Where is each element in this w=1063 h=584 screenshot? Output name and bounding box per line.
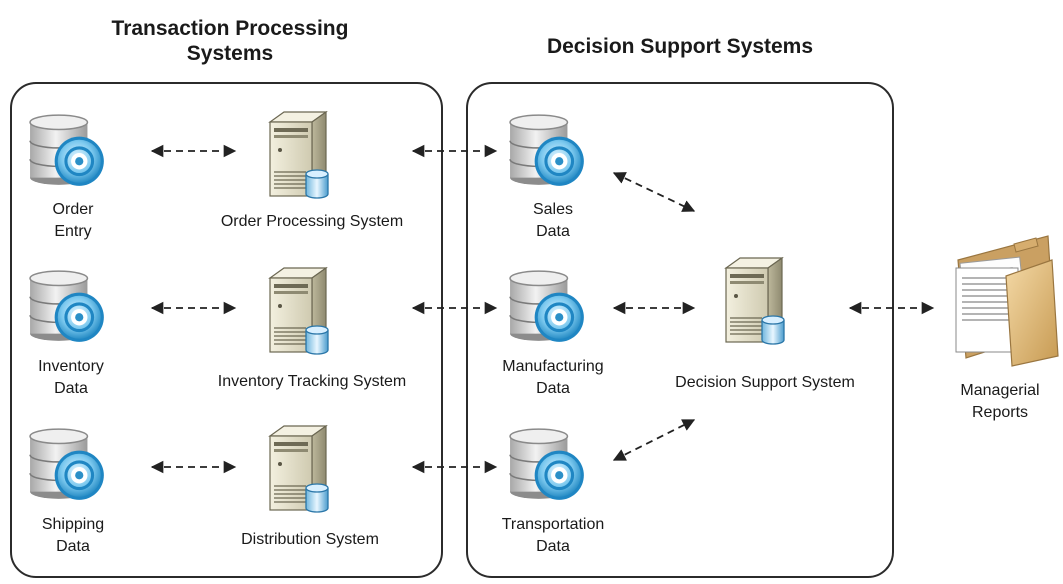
order-entry-label-line-2: Entry — [54, 223, 92, 240]
decision-support-label: Decision Support System — [675, 374, 855, 391]
shipping-data-database-icon — [28, 424, 110, 506]
sales-data-label: Sales Data — [533, 199, 573, 243]
distribution-server-icon — [262, 422, 342, 518]
dss-heading: Decision Support Systems — [546, 35, 814, 58]
dss-panel — [466, 82, 894, 578]
inventory-data-label-line-1: Inventory — [38, 358, 104, 375]
transportation-data-database-icon — [508, 424, 590, 506]
order-processing-label: Order Processing System — [220, 213, 404, 230]
shipping-data-label: Shipping Data — [42, 514, 104, 558]
decision-support-server-icon — [718, 254, 798, 350]
managerial-reports-label-line-1: Managerial — [960, 382, 1040, 399]
order-entry-label-line-1: Order — [52, 201, 94, 218]
manufacturing-data-label-line-1: Manufacturing — [502, 358, 604, 375]
folder-reports-icon — [955, 235, 1059, 367]
inventory-tracking-server-icon — [262, 264, 342, 360]
inventory-data-database-icon — [28, 266, 110, 348]
manufacturing-data-label: Manufacturing Data — [502, 356, 603, 400]
sales-data-label-line-2: Data — [536, 223, 570, 240]
manufacturing-data-database-icon — [508, 266, 590, 348]
sales-data-database-icon — [508, 110, 590, 192]
sales-data-label-line-1: Sales — [532, 201, 574, 218]
transportation-data-label-line-1: Transportation — [501, 516, 605, 533]
order-entry-database-icon — [28, 110, 110, 192]
managerial-reports-label: Managerial Reports — [960, 380, 1039, 424]
tps-heading: Transaction Processing Systems — [80, 16, 380, 66]
inventory-data-label-line-2: Data — [54, 380, 88, 397]
inventory-data-label: Inventory Data — [38, 356, 104, 400]
transportation-data-label-line-2: Data — [536, 538, 570, 555]
inventory-tracking-label: Inventory Tracking System — [217, 373, 407, 390]
arrow-sales-dss — [612, 172, 696, 212]
tps-heading-line-2: Systems — [186, 42, 274, 65]
order-processing-server-icon — [262, 108, 342, 204]
distribution-label: Distribution System — [241, 531, 379, 548]
arrow-transportation-dss — [612, 419, 696, 461]
tps-panel — [10, 82, 443, 578]
manufacturing-data-label-line-2: Data — [536, 380, 570, 397]
shipping-data-label-line-1: Shipping — [41, 516, 105, 533]
shipping-data-label-line-2: Data — [56, 538, 90, 555]
managerial-reports-label-line-2: Reports — [971, 404, 1029, 421]
order-entry-label: Order Entry — [53, 199, 94, 243]
transportation-data-label: Transportation Data — [502, 514, 605, 558]
tps-heading-line-1: Transaction Processing — [111, 17, 349, 40]
